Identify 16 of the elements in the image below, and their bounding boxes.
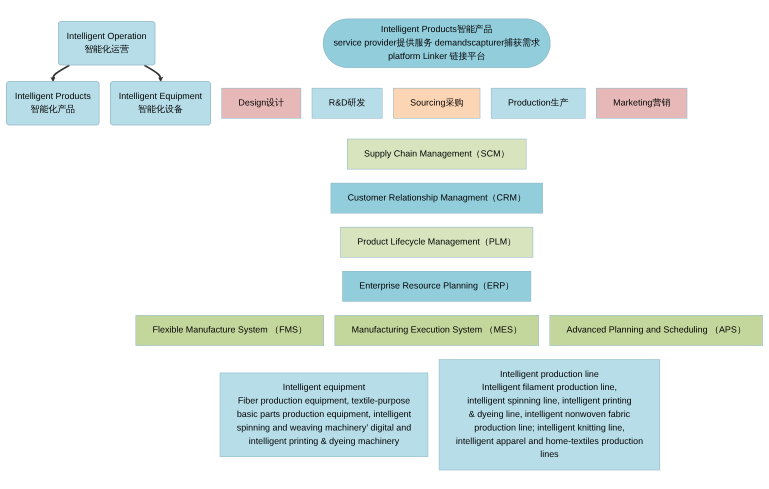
- node-box: Customer Relationship Managment（CRM）: [330, 182, 543, 214]
- node-box: Sourcing采购: [393, 88, 480, 119]
- node-box: Advanced Planning and Scheduling （APS）: [550, 315, 763, 346]
- node-box: Product Lifecycle Management（PLM）: [340, 226, 534, 258]
- arrow: [50, 64, 70, 82]
- node-box: Design设计: [221, 88, 302, 119]
- arrow: [144, 64, 163, 82]
- node-box: Manufacturing Execution System （MES）: [334, 315, 539, 346]
- node-box: Enterprise Resource Planning（ERP）: [342, 271, 532, 302]
- node-box: Production生产: [490, 88, 586, 119]
- node-box: Supply Chain Management（SCM）: [346, 138, 526, 170]
- node-box: Flexible Manufacture System （FMS）: [136, 315, 324, 346]
- node-box: Intelligent equipment Fiber production equipment, textile-purpose basic parts production equipment, intelligent spinning and weaving machinery’ digital and intelligent printing & dyeing machinery: [220, 372, 428, 457]
- node-box: R&D研发: [312, 88, 383, 119]
- node-box: Intelligent production line Intelligent filament production line, intelligent spinning line, intelligent printing & dyeing line, intelligent nonwoven fabric production line; intelligent knitting line, intelligent apparel and home-textiles production lines: [438, 359, 660, 470]
- node-box: Marketing营销: [596, 88, 688, 119]
